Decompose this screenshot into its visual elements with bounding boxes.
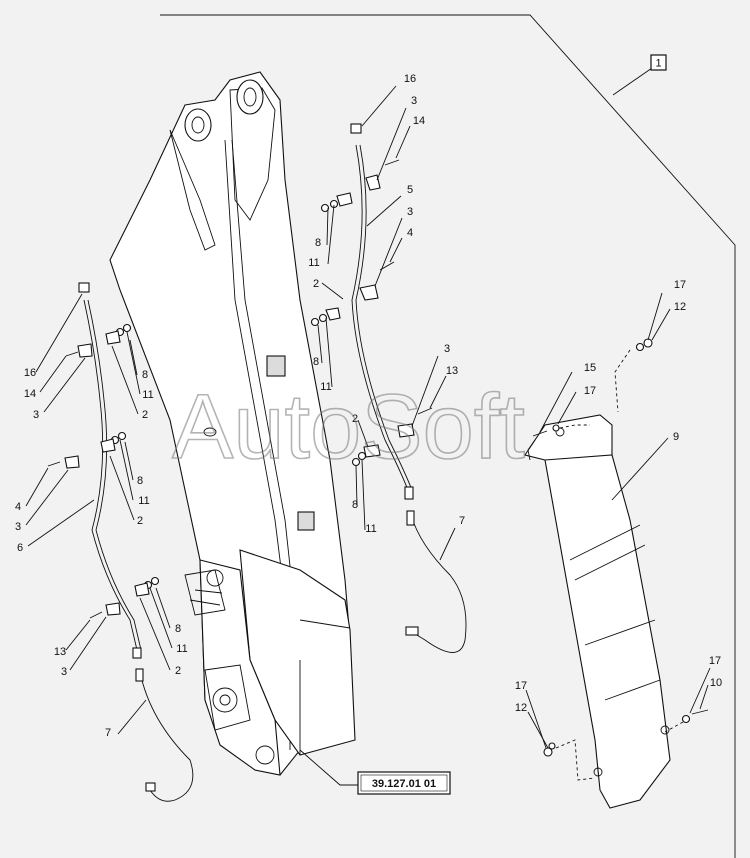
callout-2: 2: [175, 665, 181, 677]
callout-8: 8: [352, 499, 358, 511]
callout-2: 2: [352, 413, 358, 425]
callout-2: 2: [142, 409, 148, 421]
callout-14: 14: [413, 115, 425, 127]
callout-4: 4: [15, 501, 21, 513]
callout-11: 11: [142, 389, 153, 401]
callout-2: 2: [137, 515, 143, 527]
hose-7-left: [135, 668, 194, 802]
assembly-number: 1: [655, 58, 661, 70]
callout-6: 6: [17, 542, 23, 554]
clamps-left: [47, 323, 160, 619]
callout-3: 3: [444, 343, 450, 355]
callout-3: 3: [407, 206, 413, 218]
callout-9: 9: [673, 431, 679, 443]
reference-label: 39.127.01 01: [372, 778, 436, 790]
watermark-text: AutoSoft: [172, 376, 525, 478]
reference-box[interactable]: 39.127.01 01: [357, 771, 451, 795]
callout-17: 17: [515, 680, 527, 692]
guard-plate-9: [524, 414, 671, 809]
callout-2: 2: [313, 278, 319, 290]
callout-11: 11: [176, 643, 187, 655]
callout-11: 11: [308, 257, 319, 269]
reference-leader: [299, 749, 358, 786]
clamp-right-upper: [310, 159, 433, 467]
callout-4: 4: [407, 227, 413, 239]
callout-3: 3: [411, 95, 417, 107]
callout-3: 3: [33, 409, 39, 421]
callout-13: 13: [54, 646, 66, 658]
callout-8: 8: [175, 623, 181, 635]
leader-lines: [25, 85, 711, 786]
guard-fasteners: [532, 338, 709, 781]
callout-17: 17: [674, 279, 686, 291]
callout-8: 8: [142, 369, 148, 381]
callout-12: 12: [515, 702, 527, 714]
callout-7: 7: [459, 515, 465, 527]
boom-arm: [109, 71, 356, 776]
callout-3: 3: [61, 666, 67, 678]
callout-13: 13: [446, 365, 458, 377]
assembly-leader: [612, 67, 653, 96]
callouts: 16 3 14 5 3 8 11 4 2 8 11 3 13 2 8 11 7 …: [15, 73, 722, 739]
hose-5: [350, 123, 414, 500]
callout-15: 15: [584, 362, 596, 374]
callout-17: 17: [584, 385, 596, 397]
hose-6: [78, 282, 142, 659]
assembly-number-box: 1: [650, 54, 667, 71]
callout-17: 17: [709, 655, 721, 667]
callout-11: 11: [320, 381, 331, 393]
callout-14: 14: [24, 388, 36, 400]
hose-7-right: [405, 510, 467, 653]
callout-8: 8: [315, 237, 321, 249]
callout-16: 16: [404, 73, 416, 85]
callout-11: 11: [365, 523, 376, 535]
callout-7: 7: [105, 727, 111, 739]
assembly-bracket-line: [160, 14, 736, 858]
callout-16: 16: [24, 367, 36, 379]
callout-8: 8: [137, 475, 143, 487]
callout-8: 8: [313, 356, 319, 368]
callout-5: 5: [407, 184, 413, 196]
callout-3: 3: [15, 521, 21, 533]
callout-11: 11: [138, 495, 149, 507]
callout-10: 10: [710, 677, 722, 689]
callout-12: 12: [674, 301, 686, 313]
